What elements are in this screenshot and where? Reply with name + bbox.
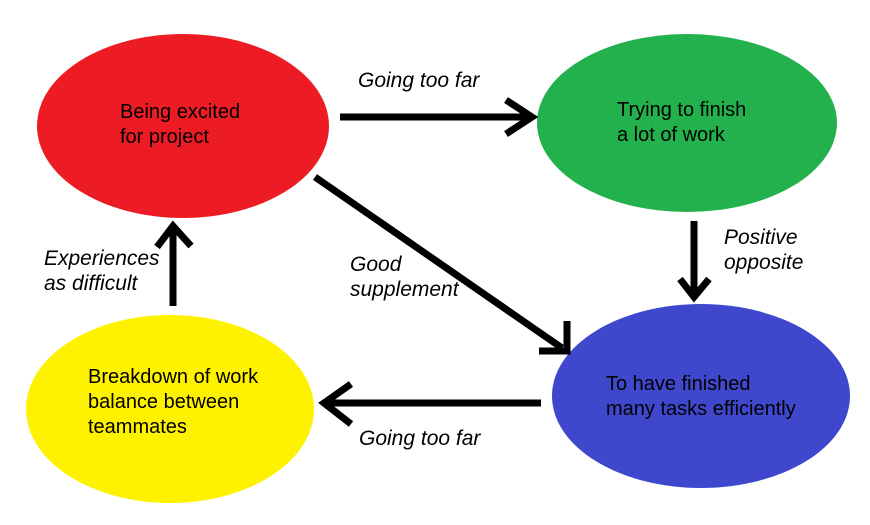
breakdown-to-excited-arrowhead-icon	[154, 220, 194, 250]
work-breakdown-ellipse	[26, 315, 314, 503]
excited-to-finished-arrow-line	[313, 174, 564, 351]
work-breakdown-label-line3: teammates	[88, 416, 187, 438]
edge-excited-to-trying: Going too far	[340, 69, 539, 137]
breakdown-to-excited-label-line1: Experiences	[44, 247, 160, 270]
finished-tasks-label-line1: To have finished	[606, 373, 751, 395]
edge-trying-to-finished: Positive opposite	[677, 221, 803, 303]
trying-to-finish-label-line2: a lot of work	[617, 124, 726, 146]
being-excited-label-line1: Being excited	[120, 101, 240, 123]
being-excited-label-line2: for project	[120, 126, 209, 148]
node-finished-tasks: To have finished many tasks efficiently	[552, 304, 850, 488]
breakdown-to-excited-label-line2: as difficult	[44, 272, 139, 295]
edge-excited-to-finished: Good supplement	[313, 174, 571, 355]
trying-to-finished-label-line1: Positive	[724, 226, 798, 249]
finished-tasks-ellipse	[552, 304, 850, 488]
excited-to-finished-label-line2: supplement	[350, 278, 460, 301]
trying-to-finish-ellipse	[537, 34, 837, 212]
node-being-excited: Being excited for project	[37, 34, 329, 218]
excited-to-trying-label: Going too far	[358, 69, 480, 92]
finished-to-breakdown-arrowhead-icon	[318, 381, 354, 427]
work-breakdown-label-line2: balance between	[88, 391, 239, 413]
excited-to-finished-label-line1: Good	[350, 253, 403, 276]
work-breakdown-label-line1: Breakdown of work	[88, 366, 259, 388]
edge-breakdown-to-excited: Experiences as difficult	[44, 220, 194, 306]
finished-to-breakdown-label: Going too far	[359, 427, 481, 450]
trying-to-finish-label-line1: Trying to finish	[617, 99, 746, 121]
trying-to-finished-label-line2: opposite	[724, 251, 803, 274]
excited-to-finished-arrowhead-icon	[539, 321, 571, 355]
being-excited-ellipse	[37, 34, 329, 218]
node-work-breakdown: Breakdown of work balance between teamma…	[26, 315, 314, 503]
node-trying-to-finish: Trying to finish a lot of work	[537, 34, 837, 212]
trying-to-finished-arrowhead-icon	[677, 276, 712, 303]
edge-finished-to-breakdown: Going too far	[318, 381, 541, 450]
excited-to-trying-arrowhead-icon	[504, 97, 539, 137]
finished-tasks-label-line2: many tasks efficiently	[606, 398, 796, 420]
